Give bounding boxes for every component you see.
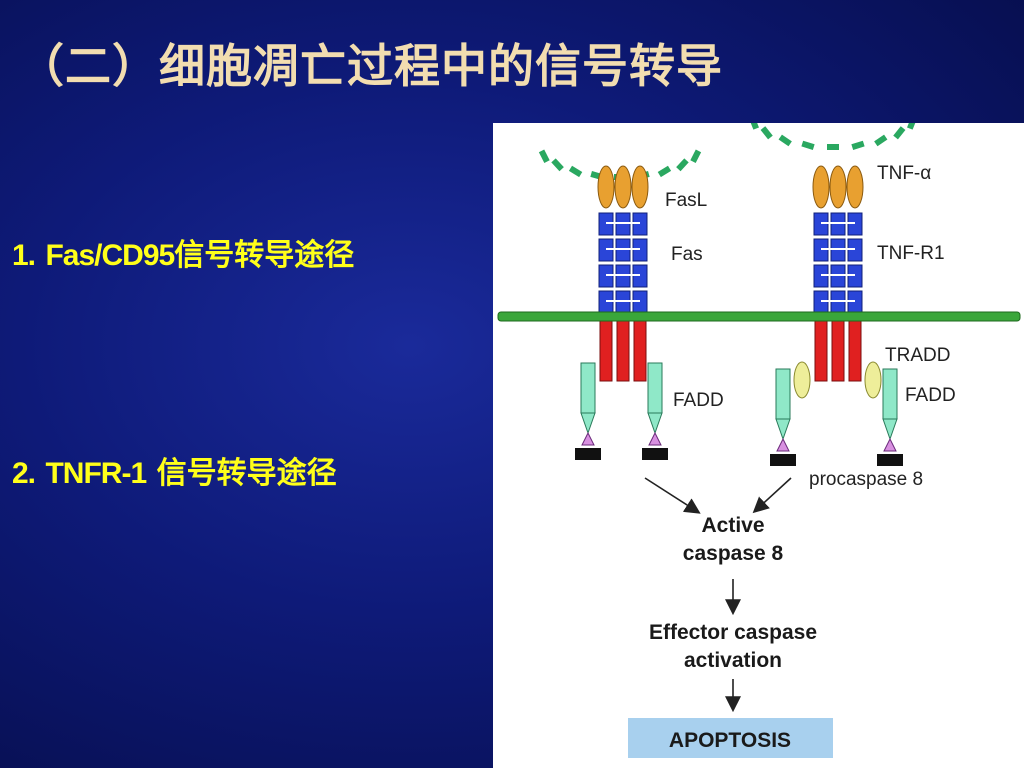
bullet-number: 1. (12, 239, 36, 272)
tradd-protein (864, 361, 882, 399)
ligand-dot (551, 158, 564, 172)
bullet-text: 信号转导途径 (174, 238, 355, 273)
fas-ligand (597, 165, 615, 209)
fas-ligand (614, 165, 632, 209)
bullet-text: 信号转导途径 (156, 456, 337, 491)
fadd-tip (647, 412, 663, 435)
ligand-dot (874, 134, 888, 147)
procaspase8-block (575, 448, 601, 460)
slide-title: （二）细胞凋亡过程中的信号转导 (18, 39, 723, 93)
ligand-dot (760, 126, 773, 140)
procaspase-prodomain (581, 431, 595, 446)
fadd-tip (580, 412, 596, 435)
fadd-tip (882, 418, 898, 441)
label-fas: Fas (671, 244, 703, 265)
ligand-dot (676, 158, 689, 172)
label-effector-activation: activation (684, 649, 782, 672)
pathway-diagram: FasL Fas TNF-α TNF-R1 TRADD FADD FADD pr… (497, 123, 1021, 758)
procaspase-prodomain (648, 431, 662, 446)
tnfr1-receptor-complex (812, 165, 864, 382)
apoptosis-pathway-figure: FasL Fas TNF-α TNF-R1 TRADD FADD FADD pr… (493, 123, 1024, 768)
procaspase8-block (877, 454, 903, 466)
bullet-latin: TNFR-1 (45, 457, 147, 490)
label-apoptosis: APOPTOSIS (669, 729, 791, 752)
ligand-dot (690, 149, 702, 163)
adaptor-proteins (575, 361, 903, 466)
label-tnf-r1: TNF-R1 (877, 243, 945, 264)
label-procaspase: procaspase 8 (809, 469, 923, 490)
fadd-protein (647, 362, 663, 414)
fadd-protein (580, 362, 596, 414)
fas-death-domain (599, 320, 613, 382)
ligand-dot (893, 126, 906, 140)
fas-death-domain (616, 320, 630, 382)
ligand-dot (827, 144, 839, 150)
label-effector: Effector caspase (649, 621, 817, 644)
tnf-death-domain (831, 320, 845, 382)
label-caspase8: caspase 8 (683, 542, 784, 565)
bullet-fas-pathway: 1. Fas/CD95信号转导途径 (12, 230, 354, 274)
fadd-tip (775, 418, 791, 441)
bullet-latin: Fas/CD95 (45, 239, 175, 272)
procaspase-prodomain (883, 437, 897, 452)
ligand-dot (851, 140, 865, 150)
ligand-dot (778, 134, 792, 147)
tradd-protein (793, 361, 811, 399)
label-fadd-right: FADD (905, 385, 956, 406)
fadd-protein (882, 368, 898, 420)
ligand-dot (748, 123, 759, 130)
ligand-dot (657, 165, 672, 178)
bullet-number: 2. (12, 457, 36, 490)
tnf-death-domain (848, 320, 862, 382)
label-fasl: FasL (665, 190, 707, 211)
fas-ligand (631, 165, 649, 209)
tnf-ligand (846, 165, 864, 209)
ligand-dot (801, 140, 815, 150)
procaspase8-block (642, 448, 668, 460)
fas-receptor-complex (597, 165, 649, 382)
fas-death-domain (633, 320, 647, 382)
label-active: Active (701, 514, 764, 537)
tnf-ligand (812, 165, 830, 209)
ligand-dot (538, 149, 550, 163)
fadd-protein (775, 368, 791, 420)
apoptosis-box (628, 718, 833, 758)
ligand-dot (907, 123, 918, 130)
arrow-left-to-active (644, 477, 701, 514)
cell-membrane (497, 311, 1021, 322)
tnf-death-domain (814, 320, 828, 382)
arrow-right-to-active (752, 477, 792, 514)
procaspase8-block (770, 454, 796, 466)
procaspase-prodomain (776, 437, 790, 452)
bullet-tnfr-pathway: 2. TNFR-1 信号转导途径 (12, 448, 337, 492)
tnf-ligand (829, 165, 847, 209)
label-tnf-alpha: TNF-α (877, 163, 931, 184)
ligand-dot (568, 165, 583, 178)
label-fadd-left: FADD (673, 390, 724, 411)
label-tradd: TRADD (885, 345, 950, 366)
